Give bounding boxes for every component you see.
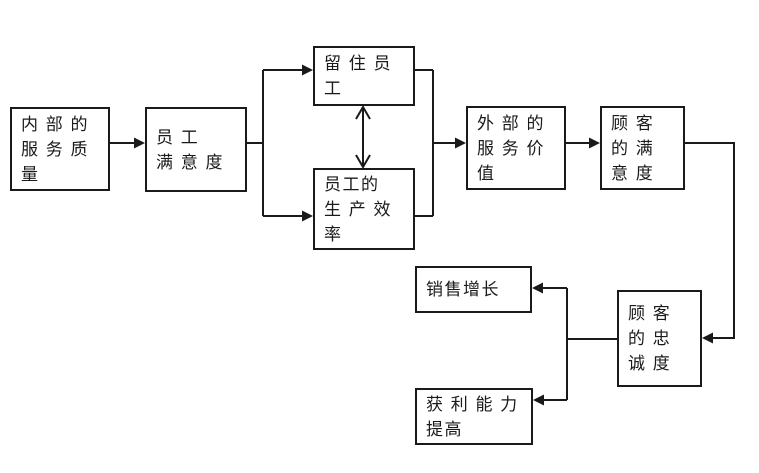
arrow-down-icon [355,154,371,169]
node-sales-growth-label: 销售增长 [426,280,500,299]
node-sales-growth: 销售增长 [415,266,532,313]
connector-retention-productivity-double-arrow [355,105,371,169]
node-external-service-value-label: 外 部 的 服 务 价 值 [477,113,545,183]
connector-merge-to-external-value [415,69,466,217]
node-customer-loyalty: 顾 客 的 忠 诚 度 [617,290,702,387]
node-profitability-improvement: 获 利 能 力 提高 [415,388,533,445]
node-external-service-value: 外 部 的 服 务 价 值 [466,106,566,190]
node-employee-productivity-label: 员工的 生 产 效 率 [324,174,392,244]
arrow-left-icon [533,394,544,406]
node-internal-service-quality-label: 内 部 的 服 务 质 量 [21,114,89,184]
node-employee-retention-label: 留 住 员 工 [324,54,392,98]
arrow-right-icon [302,210,313,222]
arrow-up-icon [355,105,371,120]
connector-external-value-to-customer-satisfaction [566,137,600,149]
node-customer-loyalty-label: 顾 客 的 忠 诚 度 [628,304,672,373]
connector-customer-satisfaction-to-loyalty [685,142,735,344]
arrow-right-icon [589,137,600,149]
arrow-right-icon [302,64,313,76]
node-employee-productivity: 员工的 生 产 效 率 [313,168,415,250]
node-employee-satisfaction: 员 工 满 意 度 [145,107,247,192]
node-employee-satisfaction-label: 员 工 满 意 度 [156,127,224,172]
node-customer-satisfaction-label: 顾 客 的 满 意 度 [611,113,655,183]
node-internal-service-quality: 内 部 的 服 务 质 量 [10,107,110,191]
node-employee-retention: 留 住 员 工 [313,46,415,106]
connector-satisfaction-branch [247,64,313,222]
arrow-right-icon [134,137,145,149]
arrow-left-icon [702,332,713,344]
arrow-left-icon [532,282,543,294]
connector-internal-quality-to-employee-satisfaction [110,137,145,149]
node-profitability-improvement-label: 获 利 能 力 提高 [426,394,519,439]
node-customer-satisfaction: 顾 客 的 满 意 度 [600,106,685,190]
arrow-right-icon [455,137,466,149]
connector-loyalty-branch [532,282,617,406]
